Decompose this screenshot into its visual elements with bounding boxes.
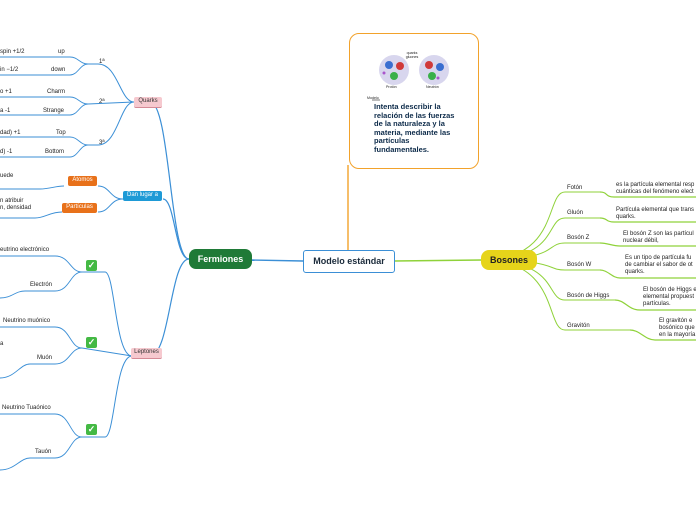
neutrino-tauonico[interactable]: Neutrino Tuaónico [2,405,51,411]
neutrino-muonico[interactable]: Neutrino muónico [3,318,51,324]
neutron-caption: Neutrón [426,85,439,89]
fermiones-label: Fermiones [197,254,244,264]
boson-w[interactable]: Bosón W [567,262,592,268]
particulas-description[interactable]: n atribuir n, densidad [0,198,32,211]
check-icon[interactable]: ✓ [86,424,97,435]
quark-charm-property[interactable]: o +1 [0,89,12,95]
boson-graviton[interactable]: Gravitón [567,323,590,329]
dan-lugar-node[interactable]: Dan lugar a [123,191,162,201]
electron[interactable]: Electrón [30,282,53,288]
boson-higgs[interactable]: Bosón de Higgs [567,293,610,299]
tauon[interactable]: Tauón [35,449,52,455]
quark-down[interactable]: down [51,67,66,73]
graviton-description[interactable]: El gravitón e bosónico que en la mayoría [659,318,696,338]
leptones-label: Leptones [134,349,159,355]
boson-foton[interactable]: Fotón [567,185,583,191]
neutrino-electronico[interactable]: eutrino electrónico [0,247,50,253]
quark-charm[interactable]: Charm [47,89,66,95]
model-caption: Modelo [367,96,379,100]
muon[interactable]: Muón [37,355,53,361]
higgs-description[interactable]: El bosón de Higgs e elemental propuest p… [643,287,696,307]
quark-strange[interactable]: Strange [43,108,65,114]
bosones-node[interactable]: Bosones [481,250,537,270]
boson-gluon[interactable]: Gluón [567,210,584,216]
gluon-description[interactable]: Partícula elemental que trans quarks. [616,207,695,220]
info-box[interactable]: quarks gluones Protón Neutrón Modelo Int… [349,33,479,169]
quarks-node[interactable]: Quarks [134,97,162,108]
quark-top-property[interactable]: dad) +1 [0,130,21,136]
center-node-modelo-estandar[interactable]: Modelo estándar [303,250,395,273]
muon-extra-text[interactable]: a [0,341,4,347]
leptones-node[interactable]: Leptones [131,348,162,359]
foton-description[interactable]: es la partícula elemental resp cuánticas… [616,182,695,195]
boson-z-description[interactable]: El bosón Z son las partícul nuclear débi… [623,231,694,244]
particulas-label: Partículas [66,204,93,210]
quark-bottom[interactable]: Bottom [45,149,65,155]
dan-lugar-label: Dan lugar a [126,192,159,198]
gluons-caption: quarks gluones [405,51,419,59]
atomos-label: Átomos [72,177,93,183]
quark-top[interactable]: Top [56,130,66,136]
bosones-label: Bosones [489,255,528,265]
check-icon[interactable]: ✓ [86,260,97,271]
generation-3-label[interactable]: 3ª [99,140,105,146]
quark-down-property[interactable]: in −1/2 [0,67,19,73]
proton-caption: Protón [386,85,397,89]
quark-bottom-property[interactable]: d) -1 [0,149,13,155]
info-box-text: Intenta describir la relación de las fue… [374,102,455,154]
atomos-description[interactable]: uede [0,173,14,179]
atomos-node[interactable]: Átomos [68,176,97,186]
center-node-label: Modelo estándar [313,256,385,266]
generation-2-label[interactable]: 2ª [99,99,105,105]
quarks-label: Quarks [138,98,158,104]
boson-w-description[interactable]: Es un tipo de partícula fu de cambiar el… [625,255,693,275]
quark-up[interactable]: up [58,49,65,55]
proton-neutron-illustration [372,55,449,101]
quark-strange-property[interactable]: a -1 [0,108,11,114]
generation-1-label[interactable]: 1ª [99,59,105,65]
particulas-node[interactable]: Partículas [62,203,97,213]
boson-z[interactable]: Bosón Z [567,235,590,241]
quark-up-property[interactable]: spin +1/2 [0,49,25,55]
fermiones-node[interactable]: Fermiones [189,249,252,269]
check-icon[interactable]: ✓ [86,337,97,348]
